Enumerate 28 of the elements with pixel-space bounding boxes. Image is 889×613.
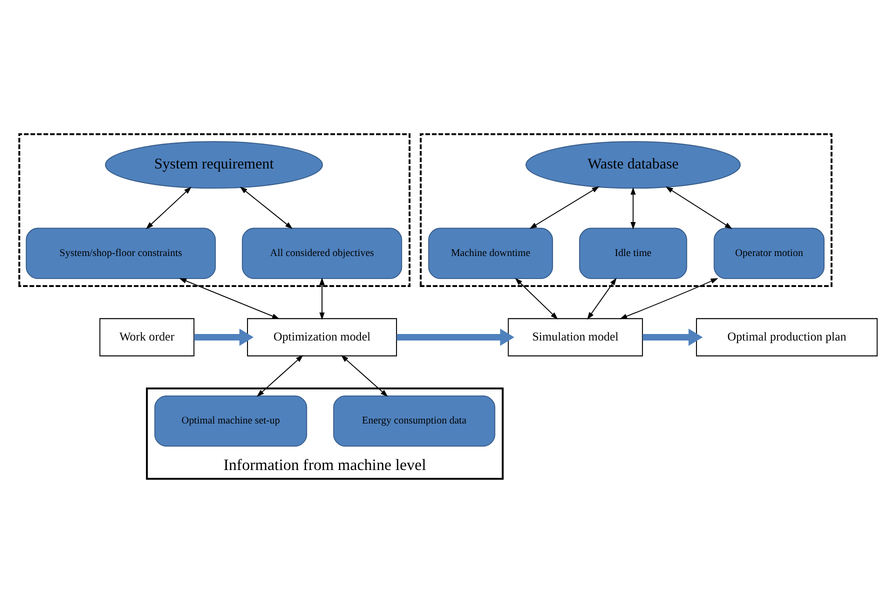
arrow [146, 186, 192, 230]
node-box: Operator motion [714, 228, 825, 280]
node-box: Optimal production plan [696, 318, 878, 356]
arrow [642, 328, 703, 346]
arrow [515, 278, 558, 320]
node-box: Optimal machine set-up [154, 395, 308, 447]
node-box: Simulation model [508, 318, 643, 356]
arrow [587, 278, 617, 320]
node-box: Work order [99, 318, 194, 356]
node-box: Idle time [579, 228, 688, 280]
arrow [340, 355, 388, 397]
arrow [256, 355, 304, 397]
node-box: Energy consumption data [333, 395, 496, 447]
arrow [194, 328, 254, 346]
arrow [666, 186, 732, 229]
arrow [319, 278, 325, 320]
node-box: All considered objectives [242, 228, 402, 280]
arrow [620, 278, 718, 320]
node-box: Machine downtime [428, 228, 554, 280]
arrow [396, 328, 514, 346]
node-ellipse: Waste database [526, 141, 741, 189]
arrow [630, 187, 636, 230]
node-box: System/shop-floor constraints [26, 228, 216, 280]
arrow [179, 278, 280, 320]
node-box: Optimization model [247, 318, 397, 356]
node-ellipse: System requirement [105, 141, 323, 189]
arrow [240, 186, 293, 229]
arrow [529, 186, 600, 229]
